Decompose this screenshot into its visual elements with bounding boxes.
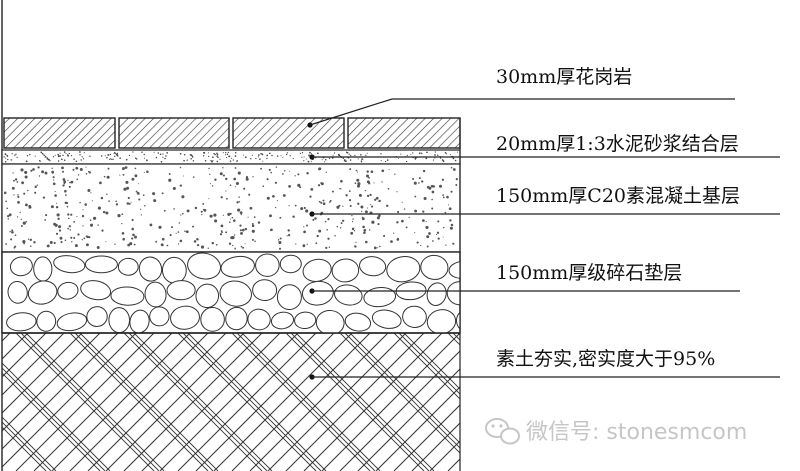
wechat-icon <box>485 418 520 445</box>
concrete-label: 150mm厚C20素混凝土基层 <box>496 185 740 207</box>
granite-layer <box>3 117 461 149</box>
watermark: 微信号: stonesmcom <box>485 418 747 445</box>
concrete-callout: 150mm厚C20素混凝土基层 <box>309 185 780 217</box>
concrete-layer <box>1 163 461 253</box>
gravel-label: 150mm厚级碎石垫层 <box>496 262 682 284</box>
granite-label: 30mm厚花岗岩 <box>496 66 632 88</box>
soil-layer <box>2 332 460 471</box>
soil-label: 素土夯实,密实度大于95% <box>496 348 715 370</box>
gravel-callout: 150mm厚级碎石垫层 <box>309 262 740 294</box>
mortar-layer <box>1 149 461 165</box>
granite-callout: 30mm厚花岗岩 <box>307 66 735 128</box>
mortar-label: 20mm厚1:3水泥砂浆结合层 <box>496 133 739 155</box>
watermark-text: 微信号: stonesmcom <box>526 420 747 445</box>
mortar-callout: 20mm厚1:3水泥砂浆结合层 <box>309 133 780 160</box>
gravel-layer <box>1 251 461 334</box>
soil-callout: 素土夯实,密实度大于95% <box>309 348 780 380</box>
